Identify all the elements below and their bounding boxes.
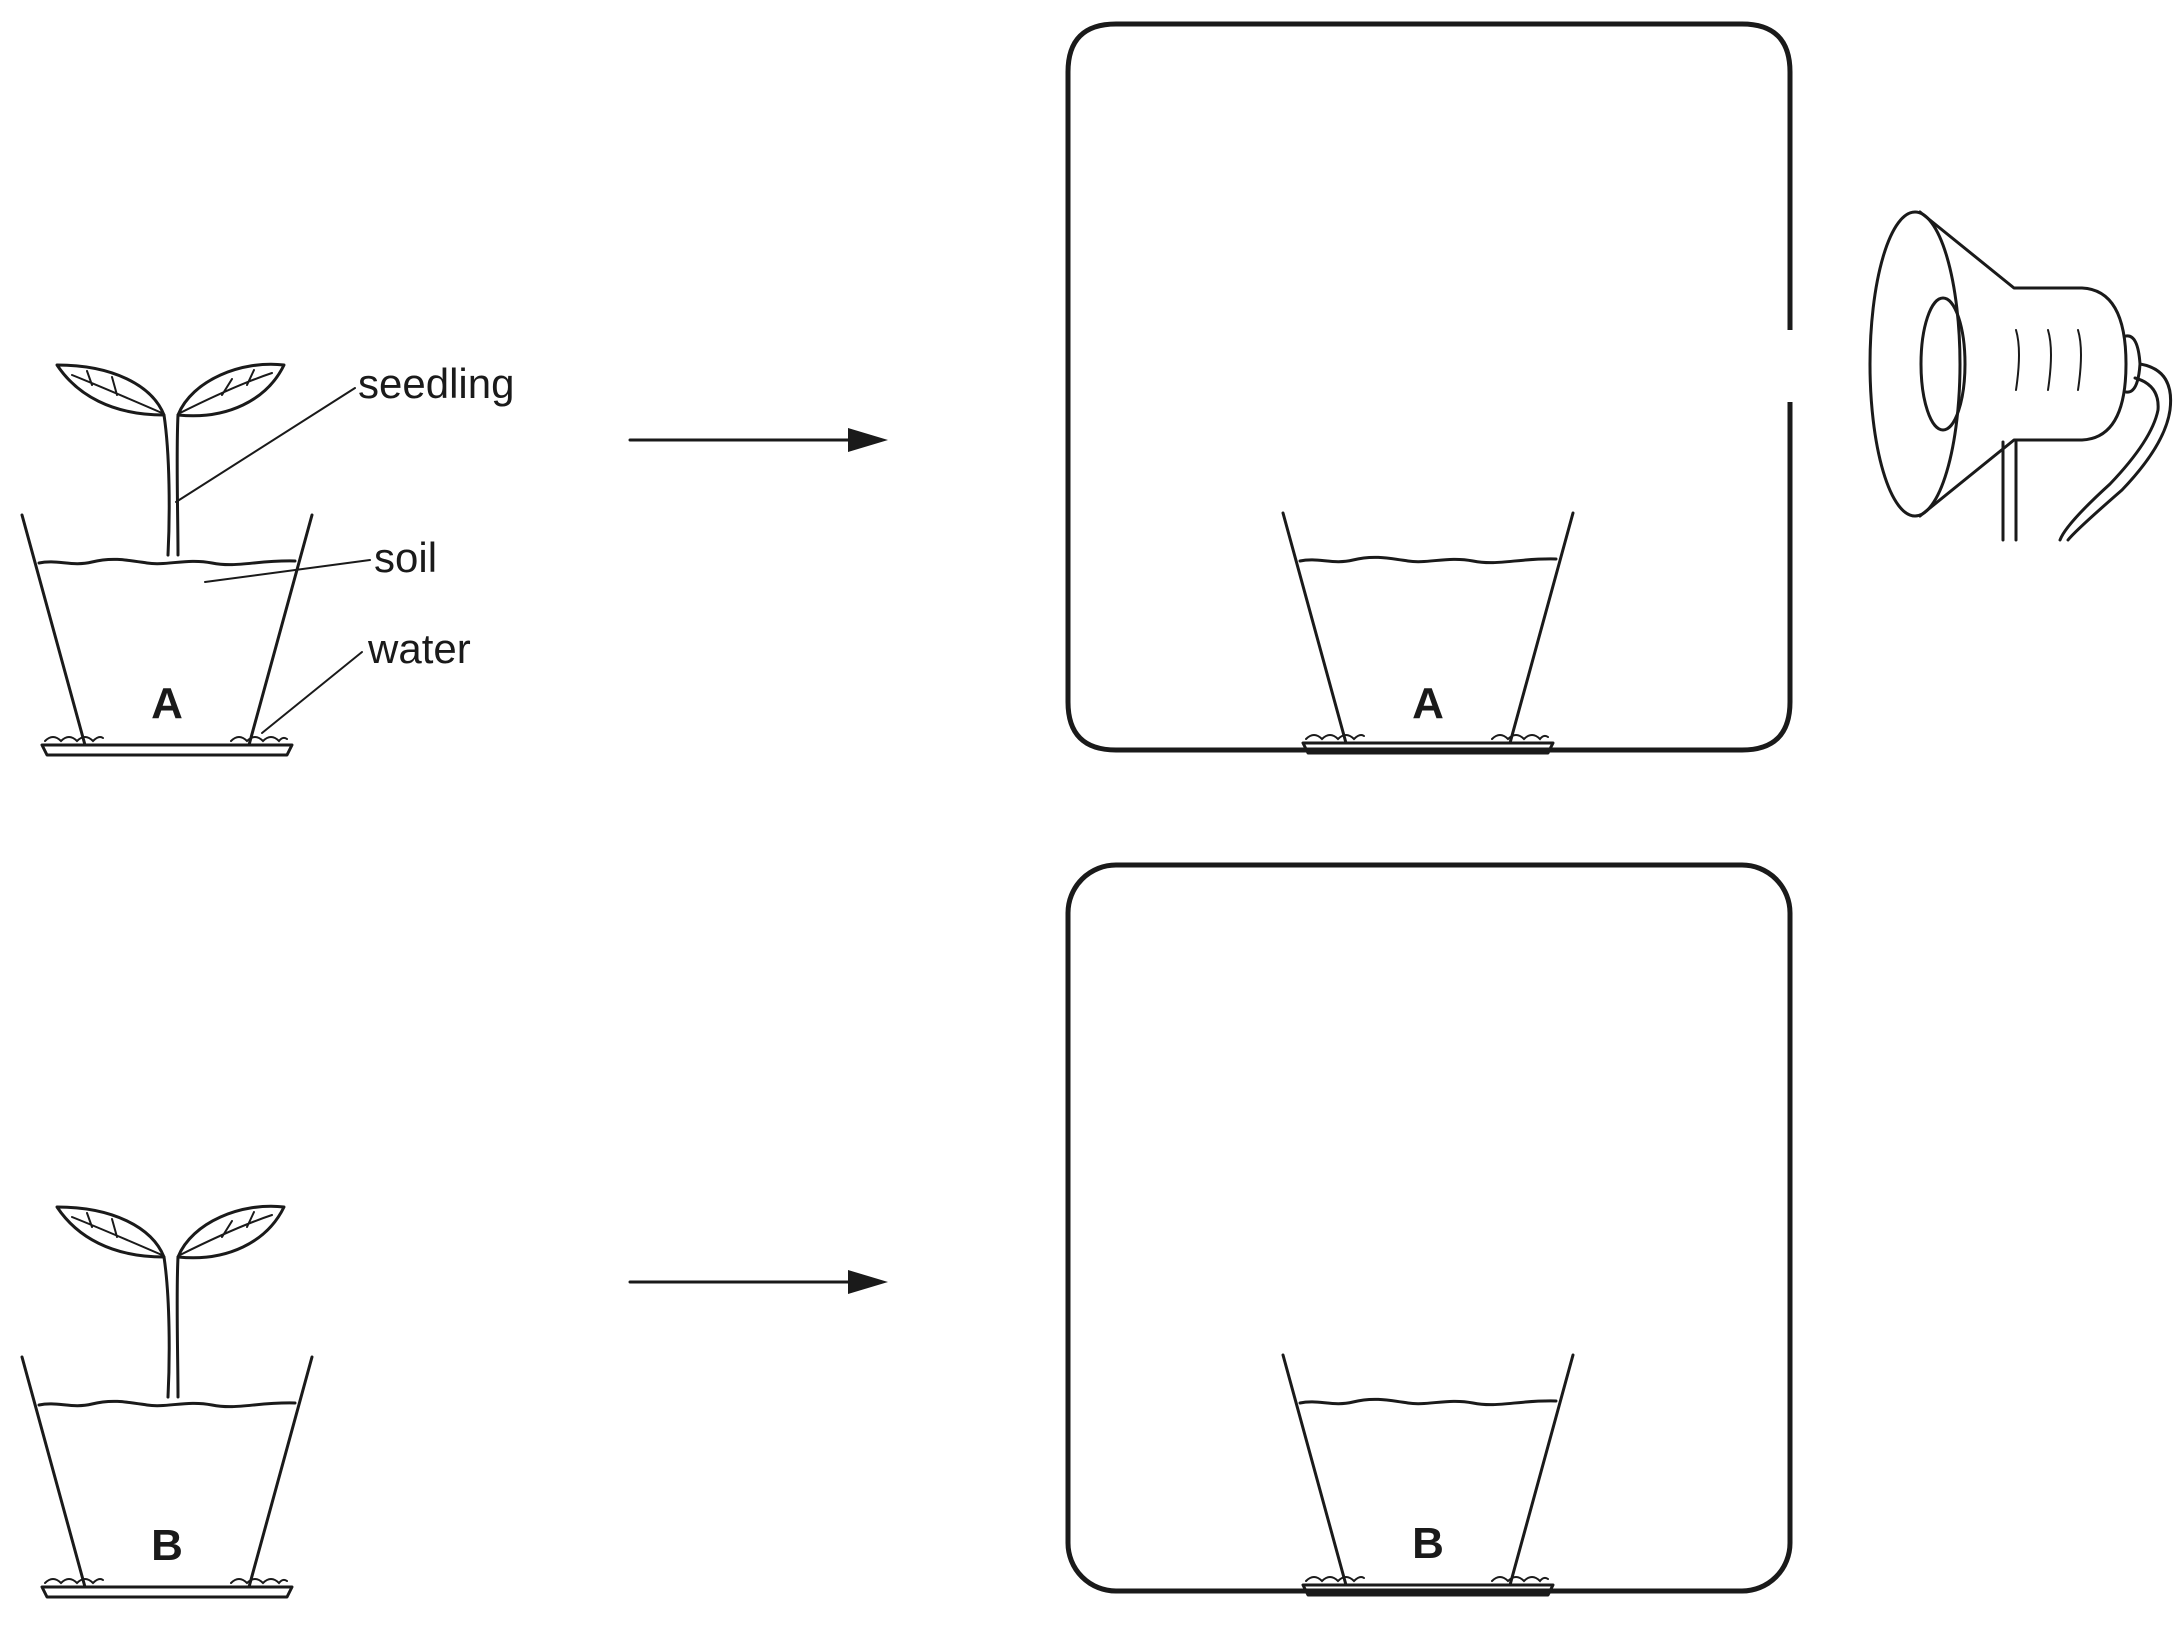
arrow-right-icon-b [628, 1270, 888, 1294]
pot-b-label: B [151, 1521, 183, 1570]
box-a [1065, 21, 1793, 753]
loudspeaker-icon [1868, 210, 2173, 542]
arrow-right-icon [628, 428, 888, 452]
pot-b-inside-label: B [1412, 1519, 1444, 1568]
pot-a-inside-label: A [1412, 679, 1444, 728]
seedling-leader-line [175, 387, 356, 503]
pot-b-before: B [20, 1204, 314, 1599]
soil-label: soil [374, 534, 437, 581]
box-b [1065, 862, 1793, 1594]
pot-a-label: A [151, 679, 183, 728]
pot-a-before: A [20, 362, 314, 757]
seedling-label: seedling [358, 360, 514, 407]
seedling-icon [55, 362, 286, 557]
pot-a-after: A [1281, 511, 1575, 755]
pot-b-after: B [1281, 1353, 1575, 1597]
water-leader-line [261, 651, 363, 734]
seedling-icon-b [55, 1204, 286, 1399]
water-label: water [367, 625, 471, 672]
soil-leader-line [204, 559, 371, 583]
